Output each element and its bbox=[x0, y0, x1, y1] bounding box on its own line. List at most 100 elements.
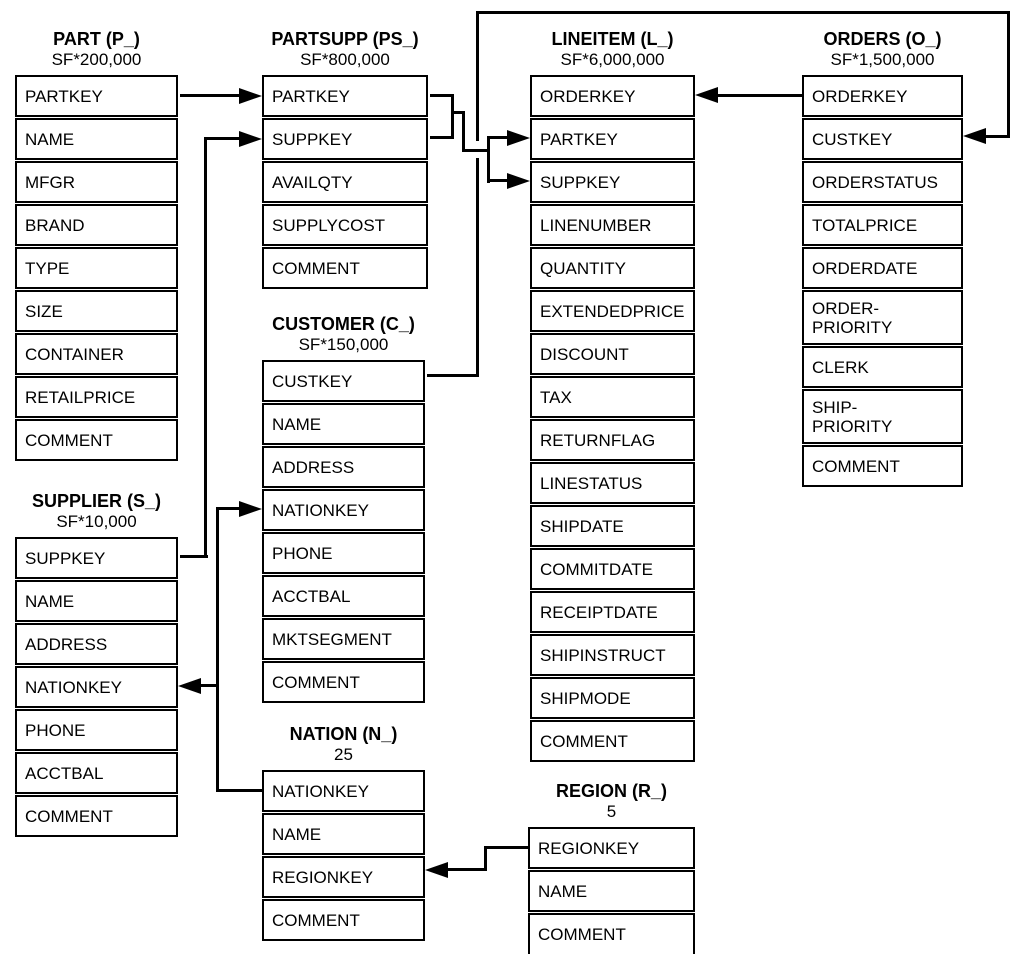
attribute-cell: DISCOUNT bbox=[530, 333, 695, 375]
attribute-cell: ADDRESS bbox=[262, 446, 425, 488]
attribute-cell: ORDERSTATUS bbox=[802, 161, 963, 203]
attribute-cell: COMMENT bbox=[15, 419, 178, 461]
line-segment bbox=[476, 158, 479, 377]
attribute-cell: SUPPKEY bbox=[262, 118, 428, 160]
line-segment bbox=[487, 136, 509, 139]
attribute-cell: SHIP- PRIORITY bbox=[802, 389, 963, 444]
attribute-cell: TAX bbox=[530, 376, 695, 418]
line-segment bbox=[445, 868, 487, 871]
table-header: ORDERS (O_) SF*1,500,000 bbox=[802, 26, 963, 75]
attribute-cell: SUPPKEY bbox=[15, 537, 178, 579]
attribute-cell: TYPE bbox=[15, 247, 178, 289]
table-header: PART (P_) SF*200,000 bbox=[15, 26, 178, 75]
arrow-right-icon bbox=[507, 173, 530, 189]
attribute-cell: COMMENT bbox=[262, 899, 425, 941]
attribute-cell: SHIPDATE bbox=[530, 505, 695, 547]
attribute-cell: ORDERKEY bbox=[530, 75, 695, 117]
attribute-cell: BRAND bbox=[15, 204, 178, 246]
arrow-right-icon bbox=[239, 88, 262, 104]
attribute-cell: SIZE bbox=[15, 290, 178, 332]
table-cardinality: SF*200,000 bbox=[51, 50, 142, 69]
line-segment bbox=[180, 555, 208, 558]
attribute-cell: ACCTBAL bbox=[15, 752, 178, 794]
attribute-cell: RECEIPTDATE bbox=[530, 591, 695, 633]
attribute-cell: NAME bbox=[528, 870, 695, 912]
line-segment bbox=[716, 94, 802, 97]
table-cardinality: SF*10,000 bbox=[56, 512, 137, 531]
line-segment bbox=[487, 179, 509, 182]
attribute-cell: RETAILPRICE bbox=[15, 376, 178, 418]
attribute-cell: AVAILQTY bbox=[262, 161, 428, 203]
line-segment bbox=[484, 846, 530, 849]
table-cardinality: SF*800,000 bbox=[300, 50, 390, 69]
attribute-cell: LINENUMBER bbox=[530, 204, 695, 246]
attribute-cell: RETURNFLAG bbox=[530, 419, 695, 461]
attribute-cell: COMMENT bbox=[15, 795, 178, 837]
attribute-cell: COMMENT bbox=[262, 247, 428, 289]
attribute-cell: PARTKEY bbox=[262, 75, 428, 117]
attribute-cell: MFGR bbox=[15, 161, 178, 203]
attribute-cell: QUANTITY bbox=[530, 247, 695, 289]
attribute-cell: ORDERKEY bbox=[802, 75, 963, 117]
table-header: REGION (R_) 5 bbox=[528, 778, 695, 827]
line-segment bbox=[216, 789, 264, 792]
table-header: CUSTOMER (C_) SF*150,000 bbox=[262, 311, 425, 360]
attribute-cell: PHONE bbox=[15, 709, 178, 751]
attribute-cell: ADDRESS bbox=[15, 623, 178, 665]
attribute-cell: COMMENT bbox=[528, 913, 695, 954]
line-segment bbox=[1007, 11, 1010, 138]
line-segment bbox=[476, 11, 479, 141]
line-segment bbox=[180, 94, 241, 97]
table-title: SUPPLIER (S_) bbox=[31, 491, 162, 511]
attribute-cell: NAME bbox=[15, 118, 178, 160]
line-segment bbox=[451, 111, 465, 114]
attribute-cell: MKTSEGMENT bbox=[262, 618, 425, 660]
line-segment bbox=[984, 135, 1010, 138]
table-title: ORDERS (O_) bbox=[823, 29, 942, 49]
line-segment bbox=[430, 136, 454, 139]
attribute-cell: NATIONKEY bbox=[262, 770, 425, 812]
line-segment bbox=[462, 149, 490, 152]
arrow-right-icon bbox=[239, 501, 262, 517]
table-cardinality: 25 bbox=[334, 745, 353, 764]
attribute-cell: PHONE bbox=[262, 532, 425, 574]
attribute-cell: NAME bbox=[15, 580, 178, 622]
attribute-cell: NAME bbox=[262, 403, 425, 445]
attribute-cell: COMMITDATE bbox=[530, 548, 695, 590]
attribute-cell: SUPPKEY bbox=[530, 161, 695, 203]
line-segment bbox=[476, 11, 1010, 14]
attribute-cell: CONTAINER bbox=[15, 333, 178, 375]
table-title: LINEITEM (L_) bbox=[551, 29, 674, 49]
arrow-right-icon bbox=[507, 130, 530, 146]
arrow-left-icon bbox=[178, 678, 201, 694]
attribute-cell: NAME bbox=[262, 813, 425, 855]
attribute-cell: REGIONKEY bbox=[528, 827, 695, 869]
table-cardinality: 5 bbox=[606, 802, 617, 821]
line-segment bbox=[484, 846, 487, 871]
table-header: NATION (N_) 25 bbox=[262, 721, 425, 770]
attribute-cell: COMMENT bbox=[802, 445, 963, 487]
table-header: SUPPLIER (S_) SF*10,000 bbox=[15, 488, 178, 537]
line-segment bbox=[204, 137, 207, 558]
attribute-cell: COMMENT bbox=[262, 661, 425, 703]
table-cardinality: SF*1,500,000 bbox=[830, 50, 935, 69]
line-segment bbox=[462, 111, 465, 152]
table-cardinality: SF*6,000,000 bbox=[560, 50, 665, 69]
line-segment bbox=[427, 374, 479, 377]
attribute-cell: CLERK bbox=[802, 346, 963, 388]
table-title: PARTSUPP (PS_) bbox=[271, 29, 419, 49]
table-header: PARTSUPP (PS_) SF*800,000 bbox=[262, 26, 428, 75]
attribute-cell: TOTALPRICE bbox=[802, 204, 963, 246]
attribute-cell: ORDER- PRIORITY bbox=[802, 290, 963, 345]
table-header: LINEITEM (L_) SF*6,000,000 bbox=[530, 26, 695, 75]
